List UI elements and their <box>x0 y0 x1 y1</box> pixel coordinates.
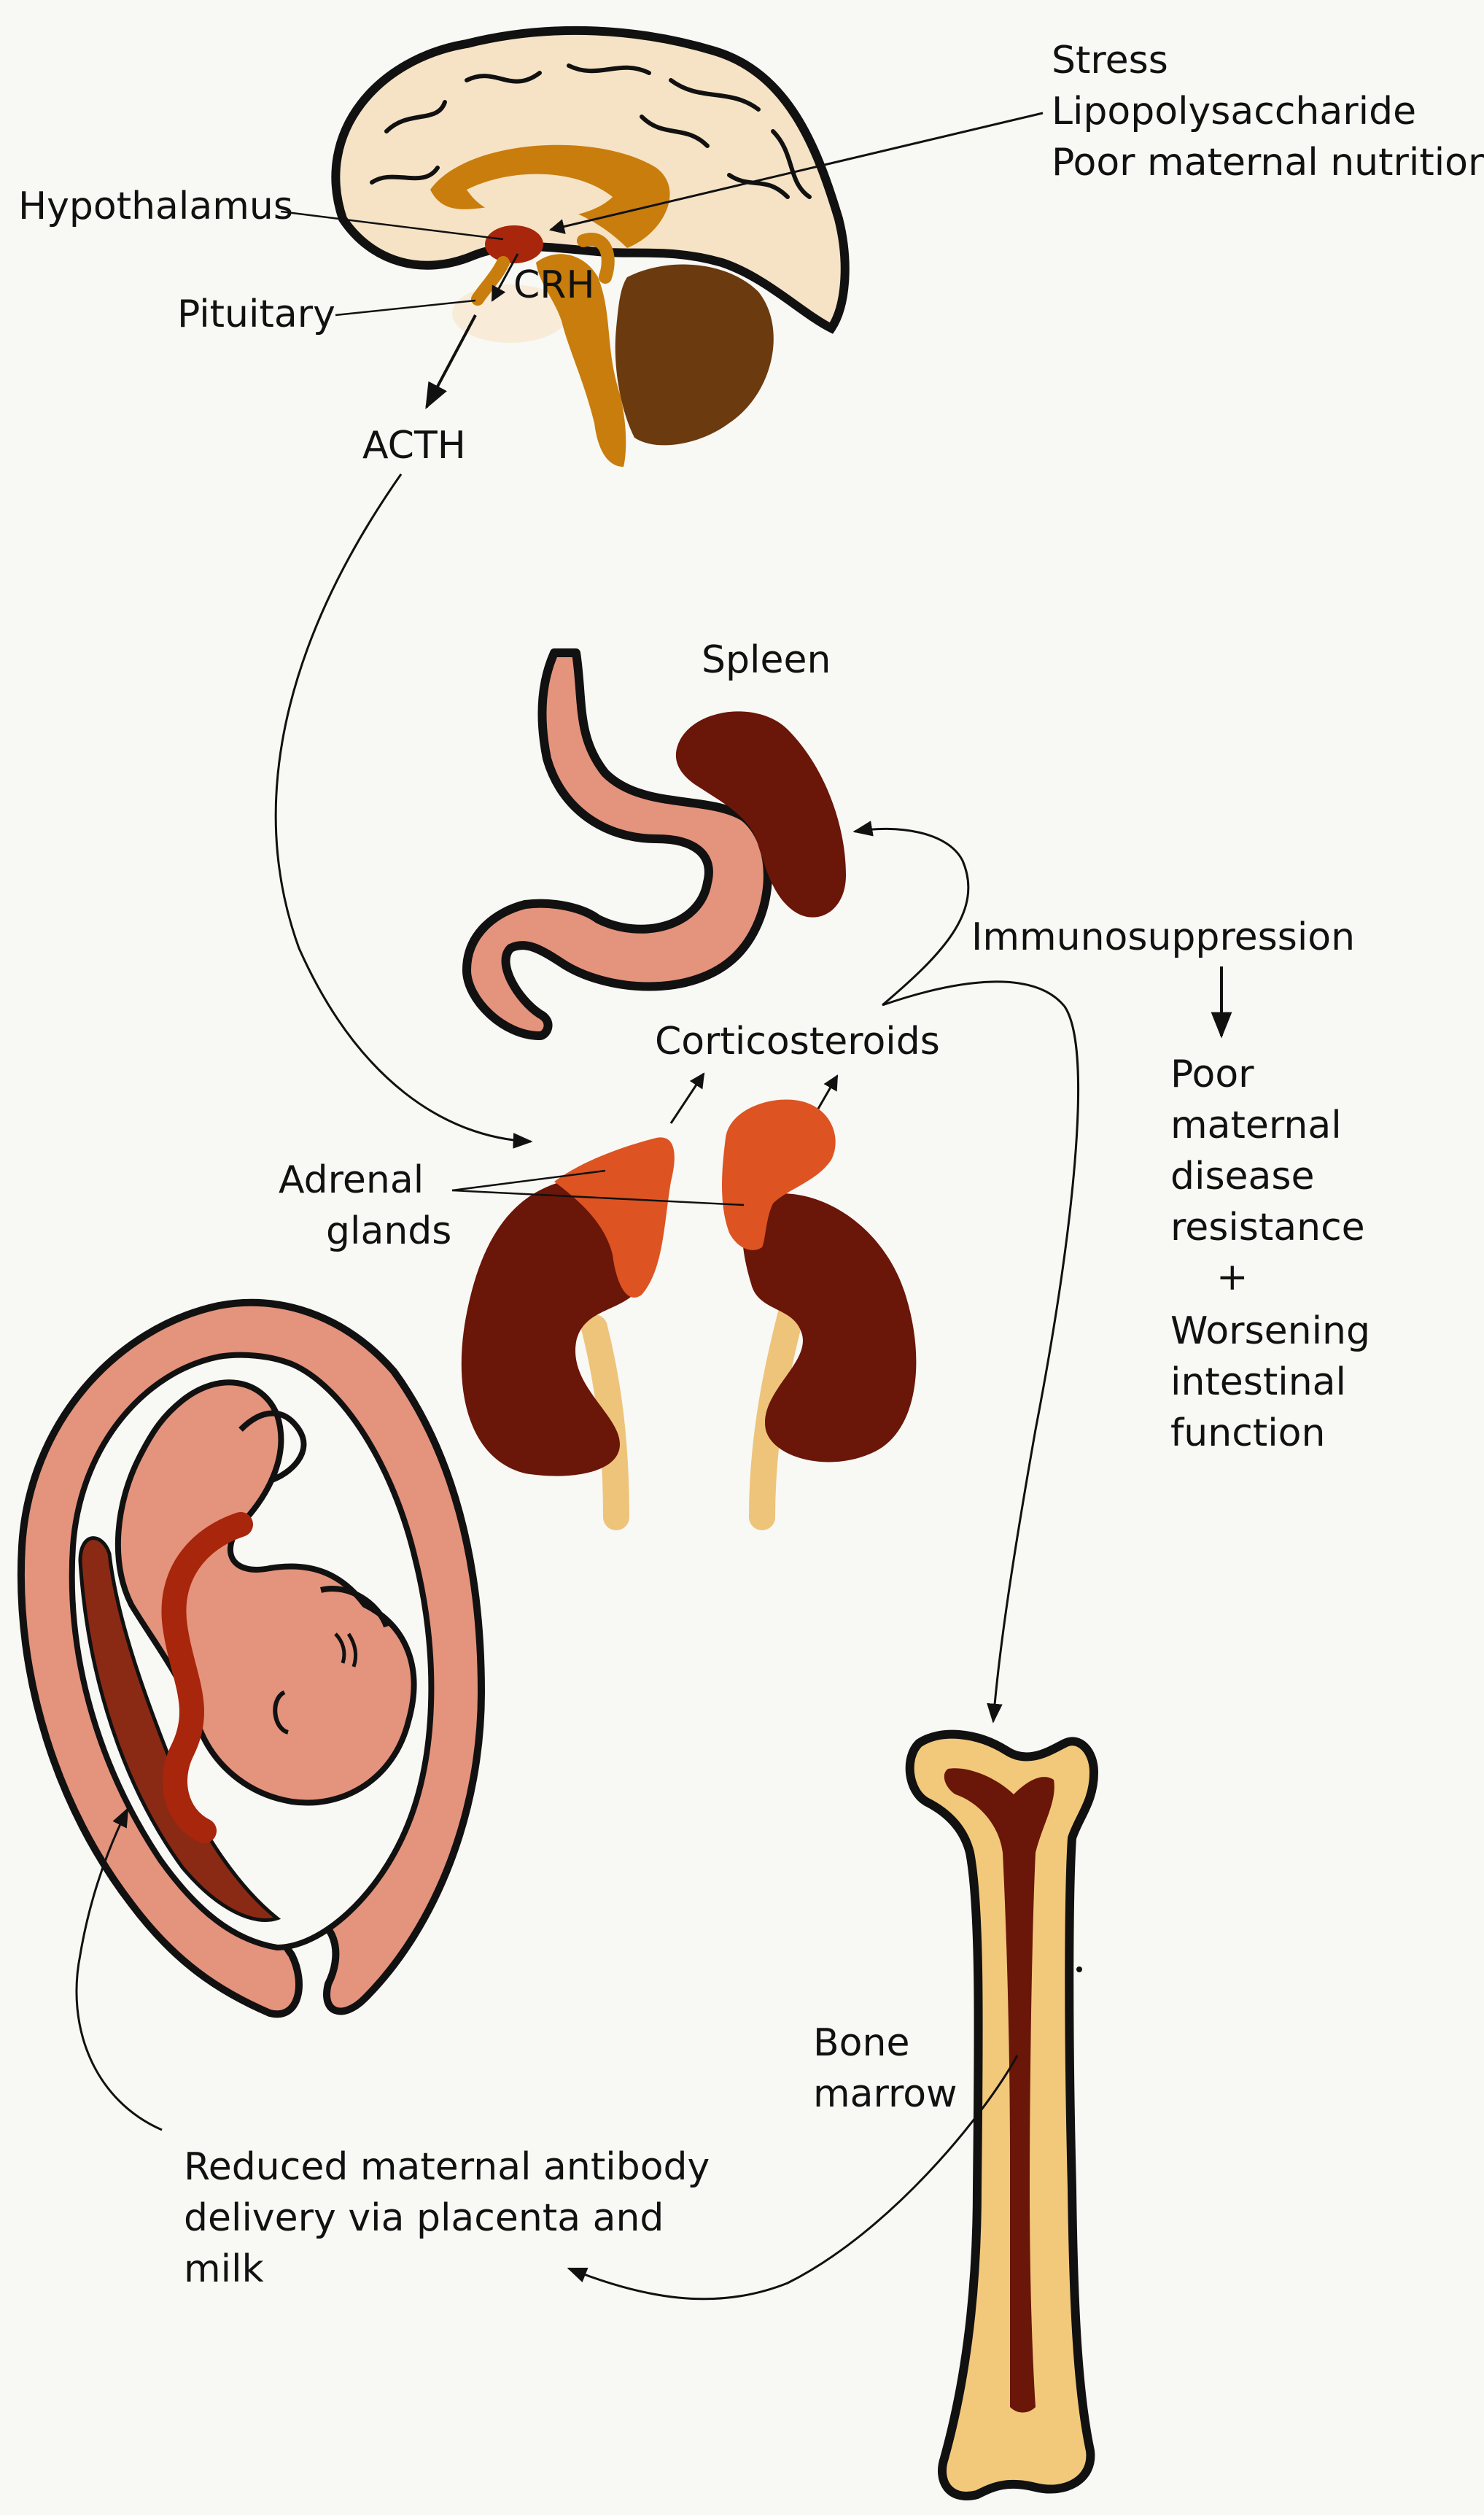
hypothalamus-label: Hypothalamus <box>18 185 293 228</box>
bone-label-line2: marrow <box>813 2072 957 2116</box>
antibody-label-line3: milk <box>184 2247 264 2291</box>
spleen-label: Spleen <box>702 638 831 682</box>
acth-to-adrenal-arrow <box>276 474 531 1142</box>
outcome-line-1: Poor <box>1170 1053 1254 1096</box>
acth-arrow <box>427 315 475 407</box>
brain-illustration <box>335 31 844 467</box>
outcome-line-7: function <box>1170 1411 1325 1455</box>
corticosteroid-to-spleen-arrow <box>855 829 968 1005</box>
stomach <box>467 653 768 1036</box>
corticosteroids-label: Corticosteroids <box>655 1020 940 1063</box>
cerebellum <box>615 265 774 446</box>
kidneys-adrenals-illustration <box>462 1099 917 1517</box>
outcome-line-2: maternal <box>1170 1104 1342 1147</box>
bone-label-line1: Bone <box>813 2021 909 2065</box>
outcome-line-3: disease <box>1170 1155 1315 1198</box>
outcome-line-4: resistance <box>1170 1206 1365 1249</box>
outcome-plus: + <box>1216 1255 1248 1299</box>
stomach-spleen-illustration <box>467 653 846 1036</box>
adrenal-label-line2: glands <box>326 1209 451 1253</box>
hypothalamus-region <box>485 225 543 263</box>
stress-label: Stress <box>1052 39 1168 82</box>
antibody-label-line2: delivery via placenta and <box>184 2196 664 2240</box>
pituitary-label: Pituitary <box>177 292 335 336</box>
adrenal-label-line1: Adrenal <box>279 1158 424 1202</box>
acth-label: ACTH <box>362 424 466 468</box>
corticosteroid-arrow-left <box>671 1074 704 1123</box>
outcome-line-5: Worsening <box>1170 1309 1370 1353</box>
corticosteroid-arrow-right <box>818 1076 837 1109</box>
crh-label: CRH <box>513 263 595 307</box>
immunosuppression-label: Immunosuppression <box>971 915 1355 959</box>
outcome-line-6: intestinal <box>1170 1360 1346 1404</box>
poor-nutrition-label: Poor maternal nutrition <box>1052 141 1484 185</box>
antibody-label-line1: Reduced maternal antibody <box>184 2145 710 2189</box>
lipopolysaccharide-label: Lipopolysaccharide <box>1052 90 1416 133</box>
right-kidney <box>742 1193 916 1462</box>
